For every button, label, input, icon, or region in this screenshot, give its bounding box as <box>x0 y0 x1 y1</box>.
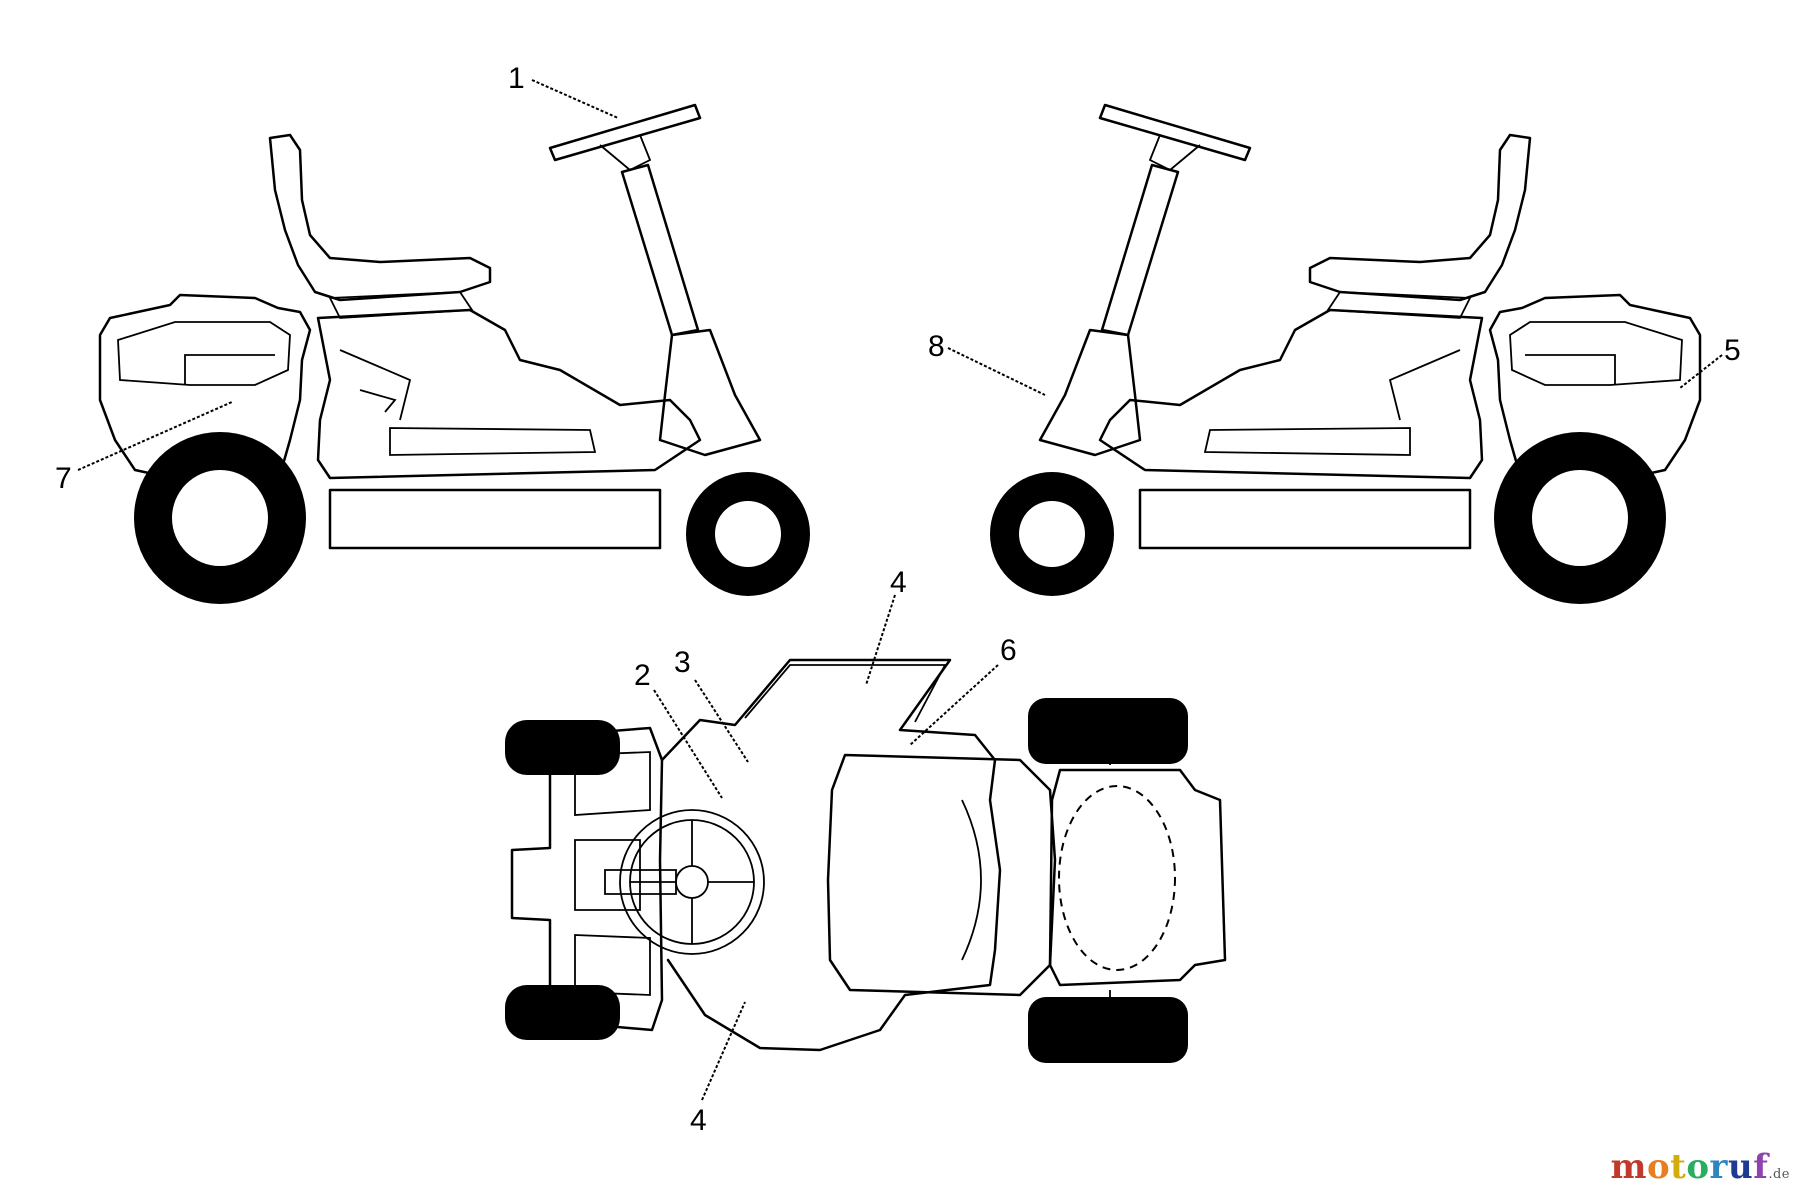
watermark-letter: t <box>1670 1147 1687 1187</box>
watermark-letter: o <box>1646 1147 1671 1187</box>
left-side-view <box>98 103 810 604</box>
top-front-left-wheel <box>505 720 620 775</box>
callout-4-bottom: 4 <box>690 1104 707 1137</box>
callout-1: 1 <box>508 62 525 95</box>
watermark-letter: u <box>1727 1147 1754 1187</box>
callout-labels: 1 2 3 4 4 5 6 7 8 <box>55 62 1741 1137</box>
top-steering-wheel <box>619 809 765 955</box>
top-rear-right-wheel <box>1028 997 1188 1063</box>
leader-lines <box>77 79 1723 1101</box>
watermark-letter: r <box>1709 1147 1728 1187</box>
top-view <box>505 658 1227 1063</box>
top-body <box>660 658 1002 1052</box>
top-rear-left-wheel <box>1028 698 1188 764</box>
callout-4-top: 4 <box>890 566 907 599</box>
watermark-letter: o <box>1686 1147 1710 1187</box>
top-front-nose <box>510 726 664 1032</box>
callout-5: 5 <box>1724 334 1741 367</box>
top-seat <box>826 753 1057 997</box>
callout-8: 8 <box>928 330 945 363</box>
callout-7: 7 <box>55 462 72 495</box>
watermark-suffix: .de <box>1768 1167 1790 1182</box>
watermark-logo: motoruf.de <box>1610 1147 1790 1187</box>
top-front-right-wheel <box>505 985 620 1040</box>
left-steering-wheel <box>548 103 702 162</box>
right-side-view <box>990 103 1702 604</box>
left-frame <box>316 308 702 480</box>
top-engine <box>1048 768 1227 987</box>
left-engine-hood <box>98 293 312 490</box>
left-seat <box>268 133 492 302</box>
watermark-letter: m <box>1610 1147 1647 1187</box>
callout-2: 2 <box>634 659 651 692</box>
callout-3: 3 <box>674 646 691 679</box>
watermark-letter: f <box>1753 1147 1769 1187</box>
callout-6: 6 <box>1000 634 1017 667</box>
left-steering-column <box>620 163 700 337</box>
